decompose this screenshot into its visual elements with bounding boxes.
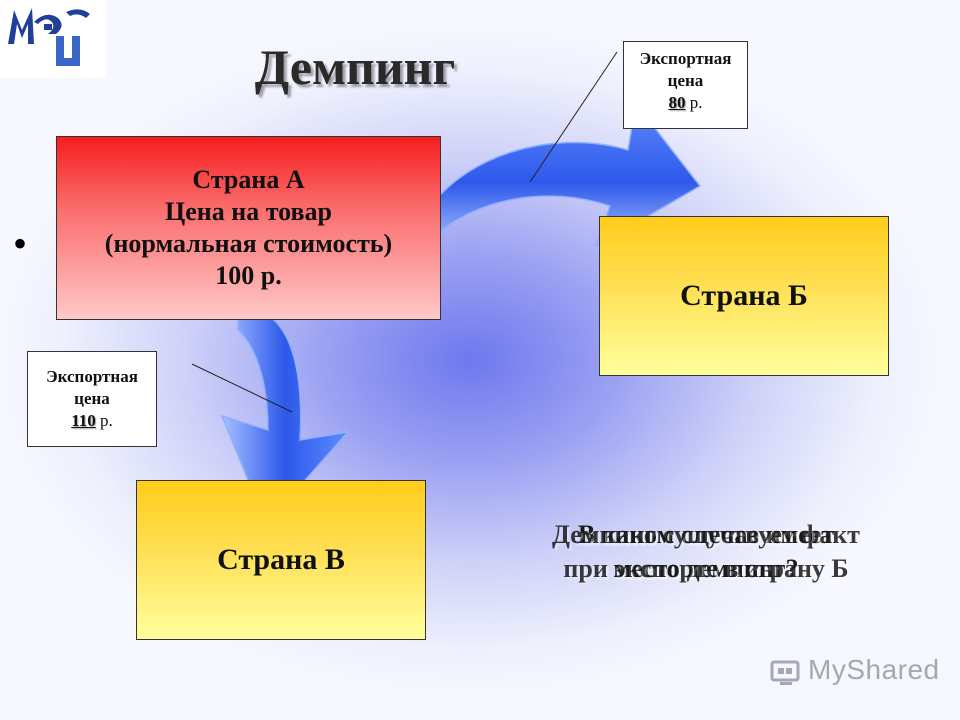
- callout-b-unit: р.: [685, 93, 703, 112]
- myshared-icon: [770, 660, 800, 685]
- country-a-box: Страна А Цена на товар (нормальная стоим…: [56, 136, 441, 320]
- callout-b-price: 80: [668, 93, 686, 112]
- page-title: Демпинг: [254, 39, 456, 95]
- export-price-callout-v: Экспортная цена 110 р.: [27, 351, 157, 447]
- country-a-normal-value: (нормальная стоимость): [104, 229, 393, 258]
- callout-v-price-row: 110 р.: [28, 410, 156, 432]
- country-b-name: Страна Б: [680, 279, 808, 312]
- country-a-name: Страна А: [192, 165, 305, 194]
- export-price-callout-b: Экспортная цена 80 р.: [623, 41, 748, 129]
- leader-line-b: [529, 51, 618, 183]
- curved-arrow-down-icon: [220, 309, 350, 526]
- curved-arrow-right-icon: [427, 102, 702, 248]
- country-v-box: Страна В: [136, 480, 426, 640]
- logo-emblem-icon: [8, 8, 90, 66]
- country-v-name: Страна В: [217, 543, 345, 576]
- callout-v-line2: цена: [74, 389, 110, 408]
- callout-b-price-row: 80 р.: [624, 92, 747, 114]
- callout-v-line1: Экспортная: [46, 367, 138, 386]
- logo: [0, 0, 106, 78]
- bullet-marker: •: [13, 221, 28, 266]
- question-line-1: В каком случае имеет: [577, 520, 835, 549]
- country-a-price: 100 р.: [215, 261, 282, 290]
- callout-v-price: 110: [71, 411, 96, 430]
- country-a-price-label: Цена на товар: [164, 197, 332, 226]
- callout-b-line1: Экспортная: [639, 49, 732, 68]
- callout-v-unit: р.: [95, 411, 113, 430]
- callout-b-line2: цена: [667, 71, 704, 90]
- question-line-2: место демпинг?: [613, 554, 799, 583]
- watermark-text: MyShared: [808, 654, 940, 685]
- answer-line-1: Демпинг существует факт: [552, 520, 860, 549]
- country-b-box: Страна Б: [599, 216, 889, 376]
- answer-line-2: при экспорте в страну Б: [563, 554, 849, 583]
- leader-line-v: [191, 363, 293, 413]
